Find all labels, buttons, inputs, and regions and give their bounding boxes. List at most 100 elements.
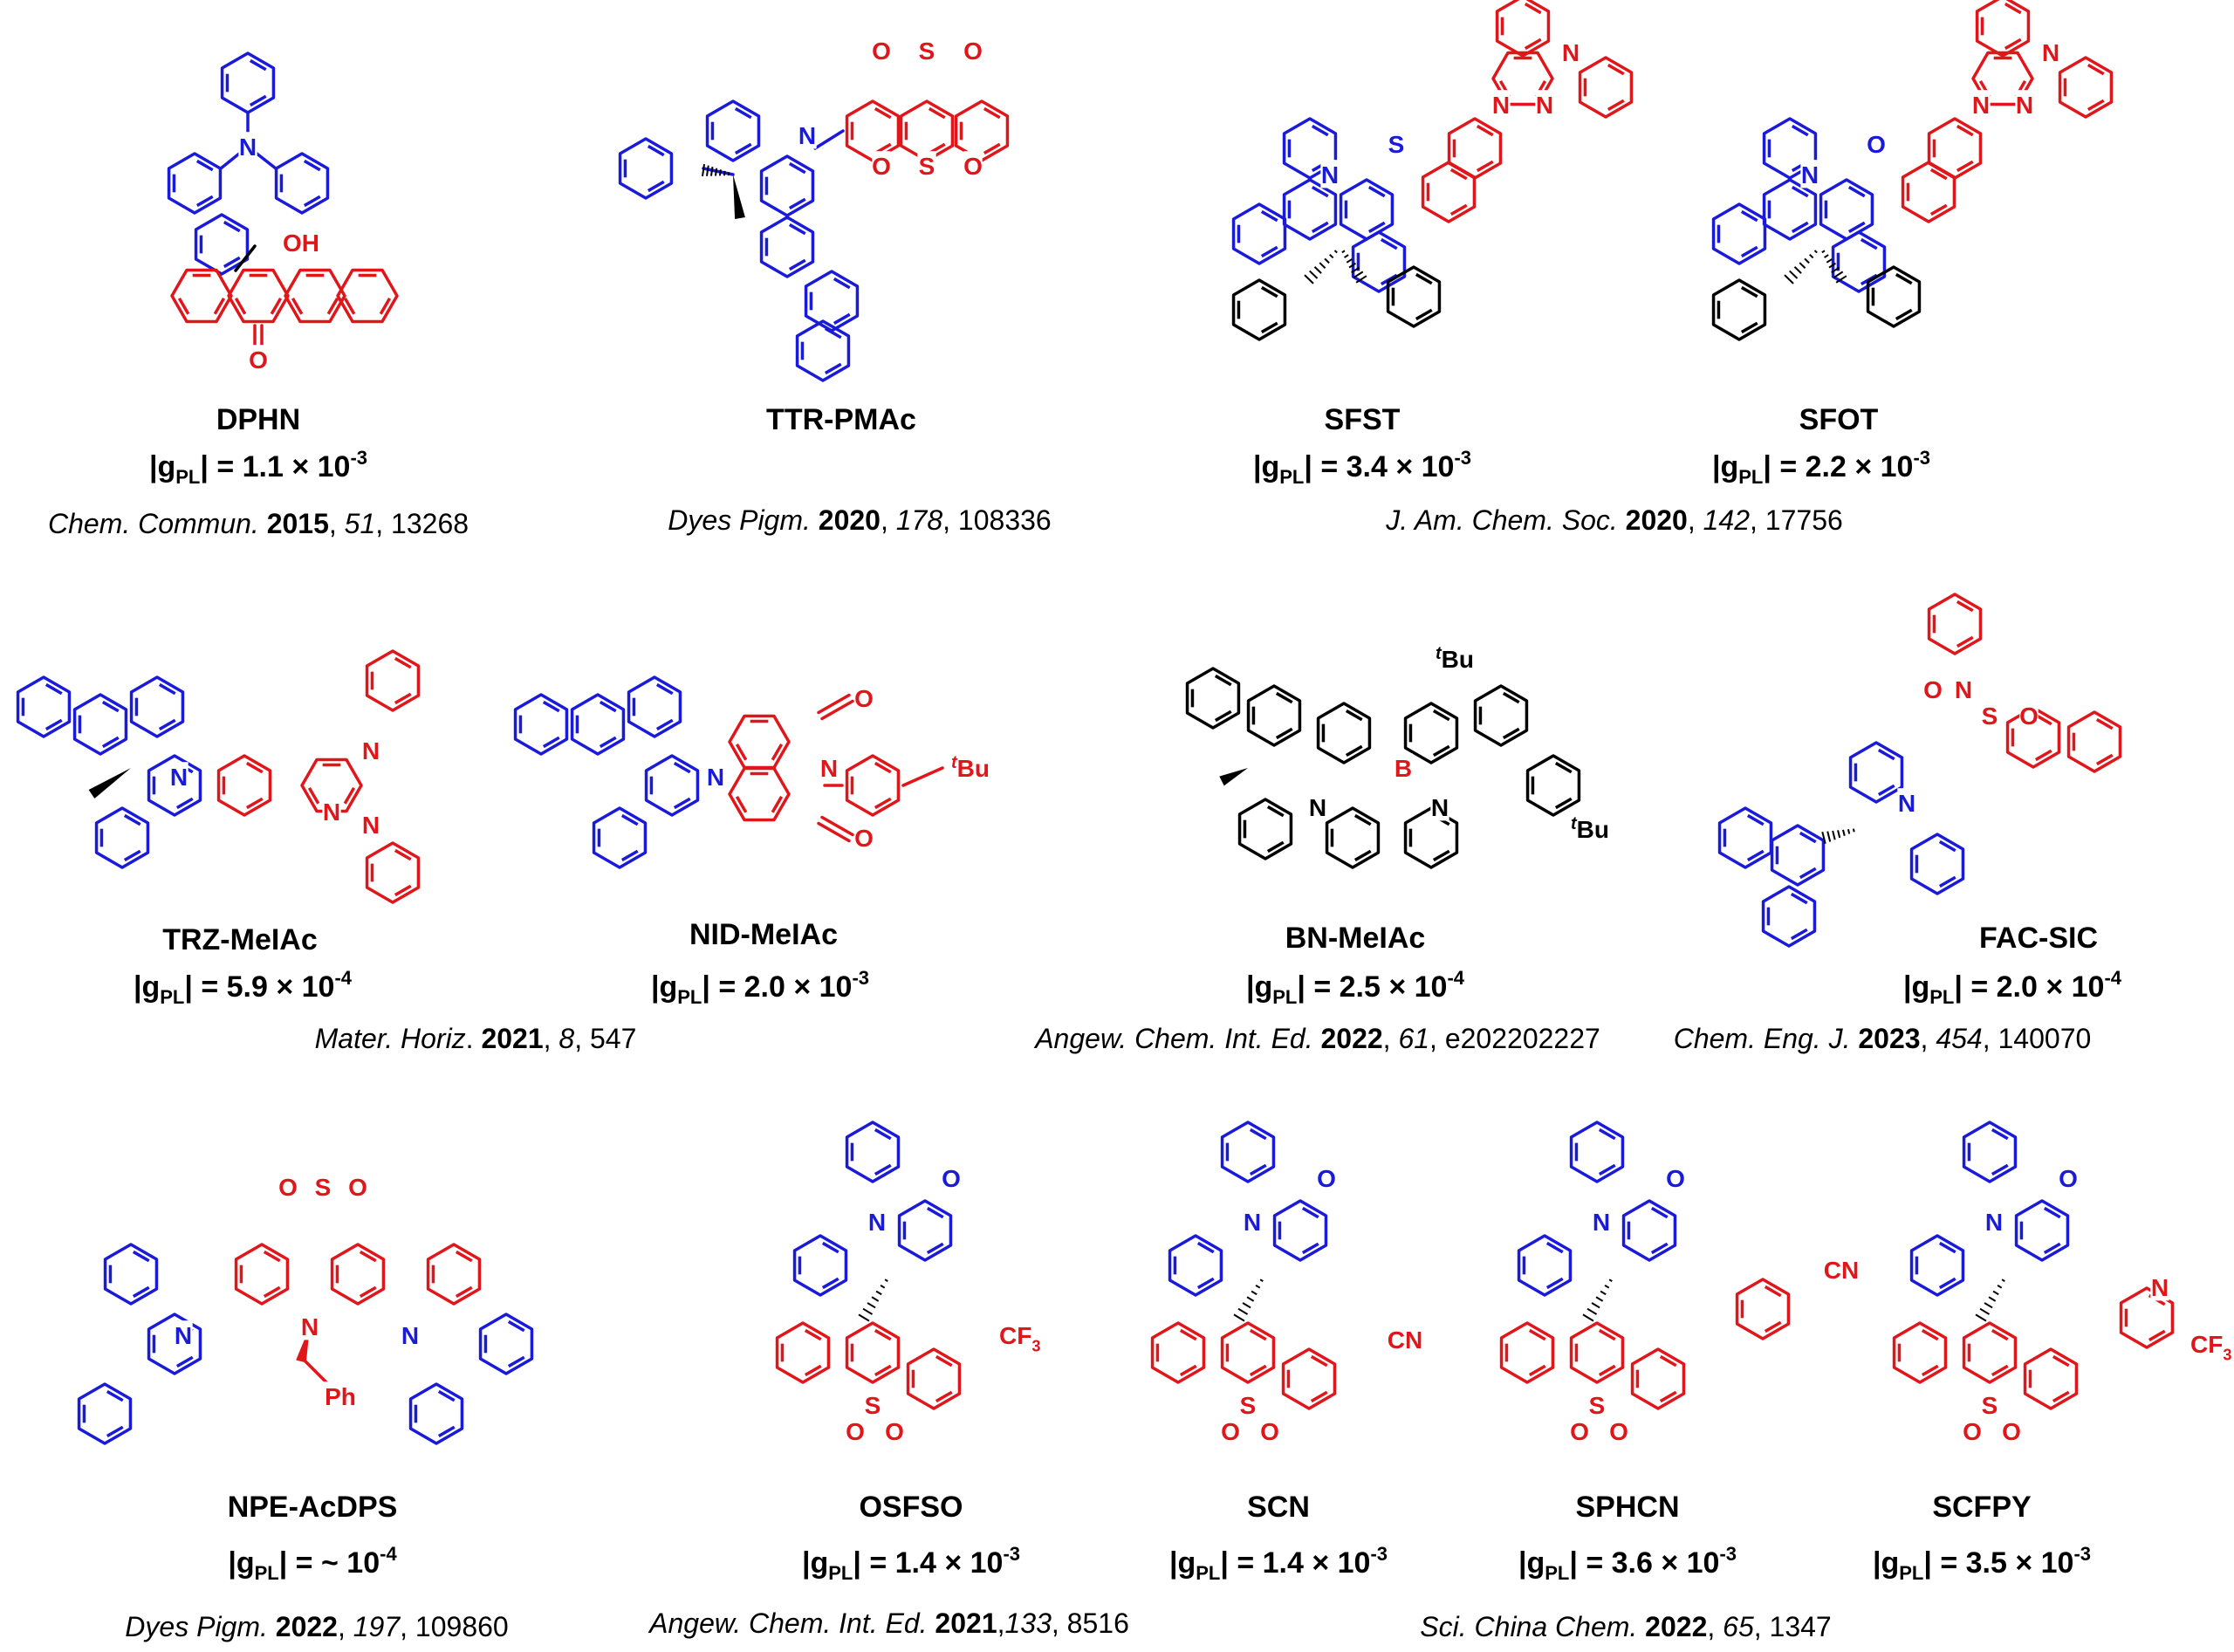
hash-bond xyxy=(1242,1302,1251,1309)
ring xyxy=(845,1121,901,1183)
double-bond xyxy=(788,161,806,175)
double-bond xyxy=(343,786,356,805)
atom-label: S xyxy=(919,153,935,180)
ring xyxy=(1421,161,1477,223)
hash-bond xyxy=(1329,253,1334,259)
hash-bond xyxy=(1346,258,1353,264)
ring xyxy=(1351,230,1407,293)
double-bond xyxy=(1310,1390,1328,1403)
atom-bg xyxy=(2059,1163,2078,1192)
hash-bond xyxy=(1975,1313,1987,1322)
atom-label: O xyxy=(2002,1418,2021,1445)
atom-bg xyxy=(300,1312,319,1340)
atom-label: CN xyxy=(1388,1326,1422,1354)
double-bond xyxy=(1764,1285,1782,1298)
reference: J. Am. Chem. Soc. 2020, 142, 17756 xyxy=(1386,504,1843,536)
hash-bond xyxy=(1793,266,1802,274)
double-bond xyxy=(824,362,842,375)
double-bond xyxy=(824,326,842,339)
atom-label: S xyxy=(1982,1392,1998,1419)
atom-bg xyxy=(1243,1207,1262,1236)
atom-bg xyxy=(1238,1390,1257,1419)
double-bond xyxy=(2034,749,2052,762)
ring xyxy=(1231,202,1287,265)
atom-label: O xyxy=(1867,131,1886,158)
double-bond xyxy=(1650,1242,1669,1255)
ring xyxy=(728,714,791,770)
hash-bond xyxy=(723,170,726,176)
double-bond xyxy=(1746,849,1765,862)
ring xyxy=(227,268,290,324)
double-bond xyxy=(455,1250,473,1263)
hash-bond xyxy=(862,1307,874,1315)
atom-label: N xyxy=(1244,1209,1261,1236)
atom-bg xyxy=(1971,90,1991,119)
ring xyxy=(1762,178,1818,241)
ring xyxy=(1621,1199,1677,1262)
atom-bg xyxy=(1923,675,1943,703)
hash-bond xyxy=(1831,266,1840,274)
double-bond xyxy=(132,1285,150,1299)
double-bond xyxy=(874,1328,892,1341)
atom-bg xyxy=(2150,1272,2169,1301)
atom-label: O xyxy=(854,685,874,712)
ring xyxy=(1735,1278,1791,1340)
hash-bond xyxy=(1608,1278,1613,1282)
double-bond xyxy=(1847,221,1866,234)
ring xyxy=(1711,202,1767,265)
atom-label: N xyxy=(175,1322,192,1349)
atom-bg xyxy=(1666,1163,1685,1192)
atom-label: S xyxy=(1982,703,1998,730)
double-bond xyxy=(1991,1328,2009,1341)
double-bond xyxy=(1991,1128,2009,1141)
atom-label: O xyxy=(872,38,891,65)
double-bond xyxy=(874,1128,892,1141)
double-bond xyxy=(734,106,752,120)
double-bond xyxy=(123,813,141,826)
hash-bond xyxy=(705,165,709,176)
double-bond xyxy=(804,1364,822,1377)
ring xyxy=(1962,1321,2018,1384)
atom-label: B xyxy=(1395,755,1412,782)
ring xyxy=(408,1382,464,1445)
double-bond xyxy=(1311,185,1329,198)
hash-bond xyxy=(1351,266,1360,274)
double-bond xyxy=(673,797,691,810)
double-bond xyxy=(1740,245,1758,258)
ring xyxy=(759,216,815,278)
bond xyxy=(901,766,944,787)
double-bond xyxy=(1476,160,1494,173)
hash-bond xyxy=(1832,830,1836,840)
double-bond xyxy=(788,223,806,236)
reference: Mater. Horiz. 2021, 8, 547 xyxy=(314,1023,637,1054)
atom-bg xyxy=(2019,701,2039,730)
double-bond xyxy=(1764,1320,1782,1333)
hash-bond xyxy=(1595,1296,1604,1302)
double-bond xyxy=(195,195,214,208)
ring xyxy=(1569,1121,1625,1183)
double-bond xyxy=(2095,717,2114,730)
hash-bond xyxy=(701,163,706,177)
atom-label: N xyxy=(239,134,257,161)
atom-bg xyxy=(1824,1255,1859,1284)
double-bond xyxy=(1545,1277,1564,1290)
ring xyxy=(2066,710,2122,773)
atom-label: O xyxy=(963,38,983,65)
double-bond xyxy=(158,682,176,696)
atom-label: S xyxy=(865,1392,881,1419)
gpl-value: |gPL| = 1.1 × 10-3 xyxy=(148,447,368,488)
double-bond xyxy=(175,1355,194,1368)
bond xyxy=(234,244,257,272)
hash-bond xyxy=(1821,250,1826,254)
double-bond xyxy=(2095,753,2114,766)
double-bond xyxy=(1449,203,1468,216)
atom-bg xyxy=(917,151,936,180)
hash-bond xyxy=(2001,1278,2005,1282)
atom-label: N xyxy=(868,1209,886,1236)
double-bond xyxy=(270,297,283,315)
atom-label: tBu xyxy=(1436,644,1474,673)
atom-bg xyxy=(401,1320,420,1349)
hash-bond xyxy=(1804,257,1810,264)
double-bond xyxy=(507,1320,525,1333)
atom-label: N xyxy=(362,812,380,839)
